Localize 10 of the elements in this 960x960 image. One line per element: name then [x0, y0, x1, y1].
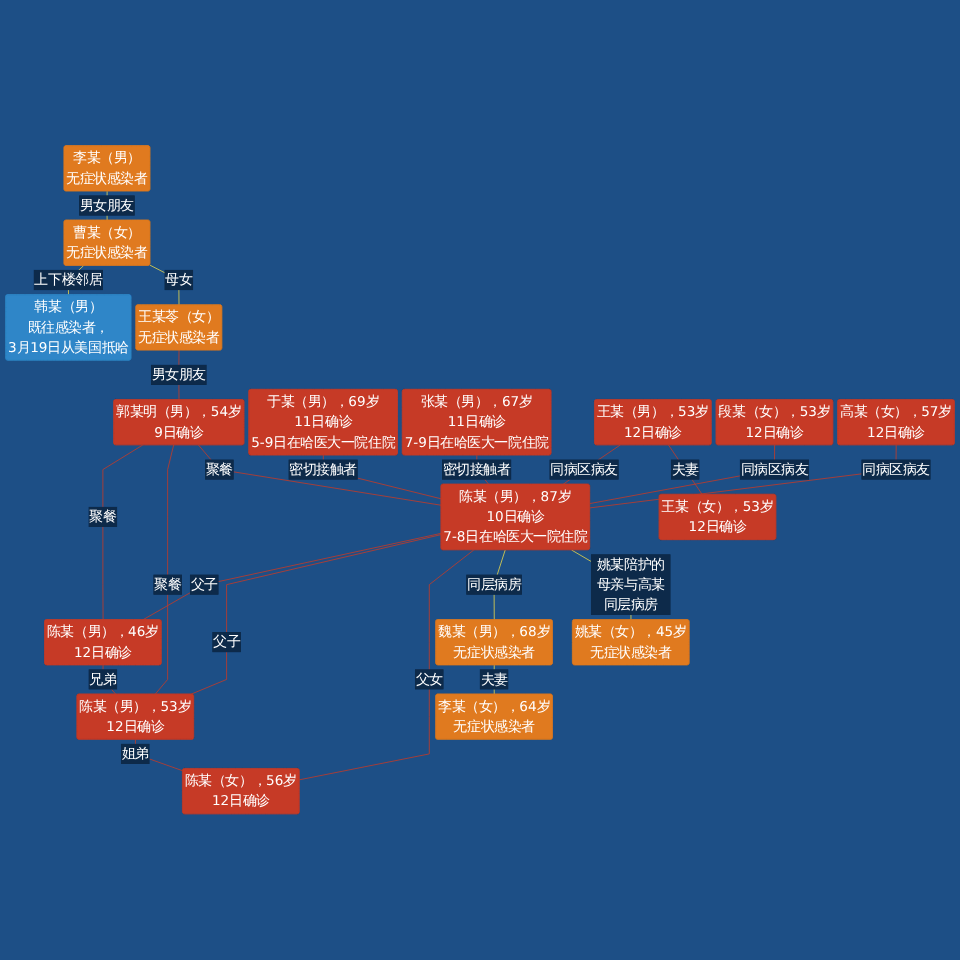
connector: [154, 444, 175, 695]
connector: [589, 444, 776, 505]
connector: [102, 665, 117, 695]
connector: [589, 444, 897, 509]
connector: [142, 533, 442, 621]
connector: [102, 444, 144, 621]
connector: [299, 549, 475, 781]
connector: [668, 444, 703, 496]
connector: [134, 739, 183, 772]
connector: [190, 534, 442, 695]
